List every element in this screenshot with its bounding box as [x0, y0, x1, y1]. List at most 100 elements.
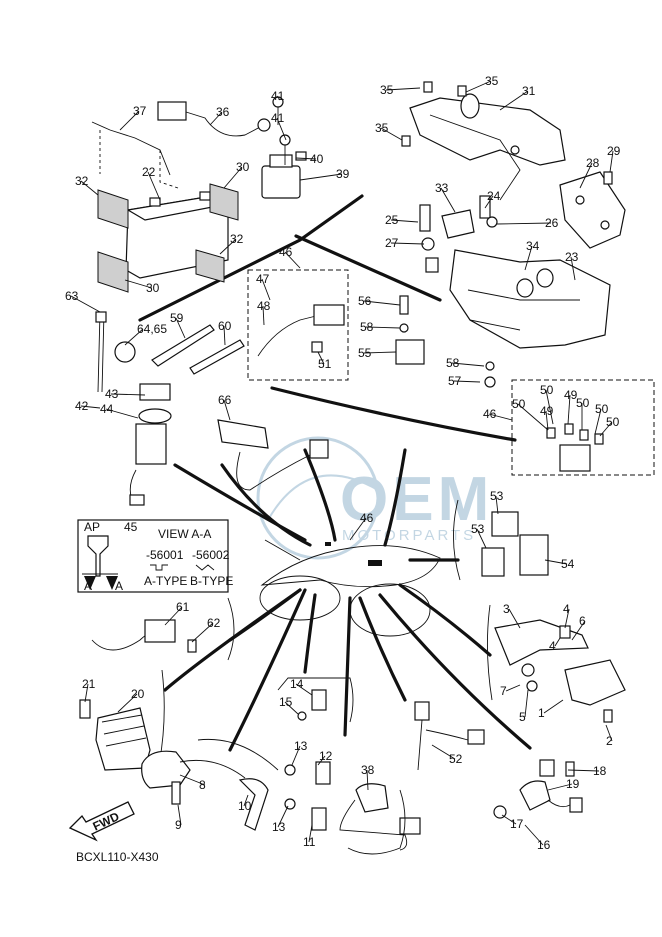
view-letter-left: A [84, 579, 92, 593]
callout-label: 4 [549, 639, 556, 653]
callout-leader [571, 620, 586, 641]
callout-leader [363, 300, 401, 306]
callout-label: 53 [471, 522, 485, 536]
callout-label: 50 [512, 397, 526, 411]
callout-leader [594, 408, 602, 435]
callout-label: 53 [490, 489, 504, 503]
callout-label: 43 [105, 387, 119, 401]
callout-label: 35 [485, 74, 499, 88]
sensor-38 [339, 783, 421, 855]
fuse-detail-box-2 [511, 379, 655, 476]
callout-leader [262, 305, 265, 326]
callout-leader [317, 351, 325, 365]
callout-label: 35 [375, 121, 389, 135]
callout-label: 5 [519, 710, 526, 724]
callout-label: 49 [540, 404, 554, 418]
sensor-16-19 [493, 759, 583, 819]
callout-leader [291, 745, 301, 766]
callout-label: 8 [199, 778, 206, 792]
callout-leader [431, 744, 456, 760]
connector-66 [217, 419, 329, 491]
callout-leader [147, 171, 161, 201]
callout-label: 39 [336, 167, 350, 181]
callout-label: 20 [131, 687, 145, 701]
callout-leader [284, 251, 301, 269]
callout-leader [261, 278, 271, 301]
connectors-53-54 [453, 499, 549, 581]
ap-label: AP [84, 520, 100, 534]
view-type-b: B-TYPE [190, 574, 233, 588]
callout-leader [223, 325, 226, 346]
callout-label: 12 [319, 749, 333, 763]
callout-label: 25 [385, 213, 399, 227]
callout-leader [499, 90, 529, 111]
callout-label: 10 [238, 799, 252, 813]
callout-label: 9 [175, 818, 182, 832]
callout-label: 30 [146, 281, 160, 295]
callout-leader [308, 824, 313, 843]
callout-label: 37 [133, 104, 147, 118]
cable-ties [95, 311, 245, 393]
callout-label: 55 [358, 346, 372, 360]
fuse-detail-box [247, 269, 349, 381]
watermark: OEM MOTORPARTS [256, 436, 489, 560]
callout-label: 61 [176, 600, 190, 614]
callout-label: 47 [256, 272, 270, 286]
callout-label: 64,65 [137, 322, 167, 336]
callout-label: 49 [564, 388, 578, 402]
callout-label: 1 [538, 706, 545, 720]
motorcycle-outline [259, 539, 441, 637]
callout-label: 46 [360, 511, 374, 525]
starter-relay [261, 96, 307, 199]
callout-label: 34 [526, 239, 540, 253]
callout-label: 26 [545, 216, 559, 230]
callout-leader [299, 173, 343, 181]
callout-label: 17 [510, 817, 524, 831]
callout-leader [524, 689, 529, 718]
callout-label: 28 [586, 156, 600, 170]
callout-label: 15 [279, 695, 293, 709]
battery-tray [449, 249, 611, 349]
callout-leader [295, 683, 313, 696]
callout-label: 31 [522, 84, 536, 98]
callout-leader [605, 724, 613, 742]
callout-leader [508, 608, 521, 629]
callout-label: 32 [75, 174, 89, 188]
callout-label: 22 [142, 165, 156, 179]
callout-label: 13 [294, 739, 308, 753]
callout-label: 52 [449, 752, 463, 766]
callout-leader [175, 317, 186, 339]
callout-leader [505, 684, 521, 692]
callout-label: 46 [483, 407, 497, 421]
callout-label: 27 [385, 236, 399, 250]
callout-leader [609, 150, 614, 173]
callout-leader [567, 394, 571, 425]
callout-leader [124, 279, 153, 289]
callout-label: 58 [360, 320, 374, 334]
callout-label: 19 [566, 777, 580, 791]
callout-label: 33 [435, 181, 449, 195]
callout-leader [223, 166, 243, 189]
callout-label: 16 [537, 838, 551, 852]
view-part-no: 45 [124, 520, 138, 534]
callout-label: 50 [576, 396, 590, 410]
callout-leader [545, 389, 554, 425]
callout-leader [317, 755, 326, 766]
callout-leader [579, 162, 593, 189]
callout-leader [599, 421, 613, 437]
callout-label: 50 [540, 383, 554, 397]
callout-label: 56 [358, 294, 372, 308]
callout-leader [105, 408, 139, 419]
callout-leader [276, 117, 287, 141]
battery-pads [97, 183, 239, 293]
callout-leader [544, 559, 568, 565]
callout-leader [164, 606, 183, 626]
battery-box-frame [401, 81, 566, 201]
callout-label: 18 [593, 764, 607, 778]
callout-leader [564, 608, 570, 629]
callout-leader [465, 80, 492, 93]
sensor-52 [414, 701, 485, 771]
callout-label: 24 [487, 189, 501, 203]
